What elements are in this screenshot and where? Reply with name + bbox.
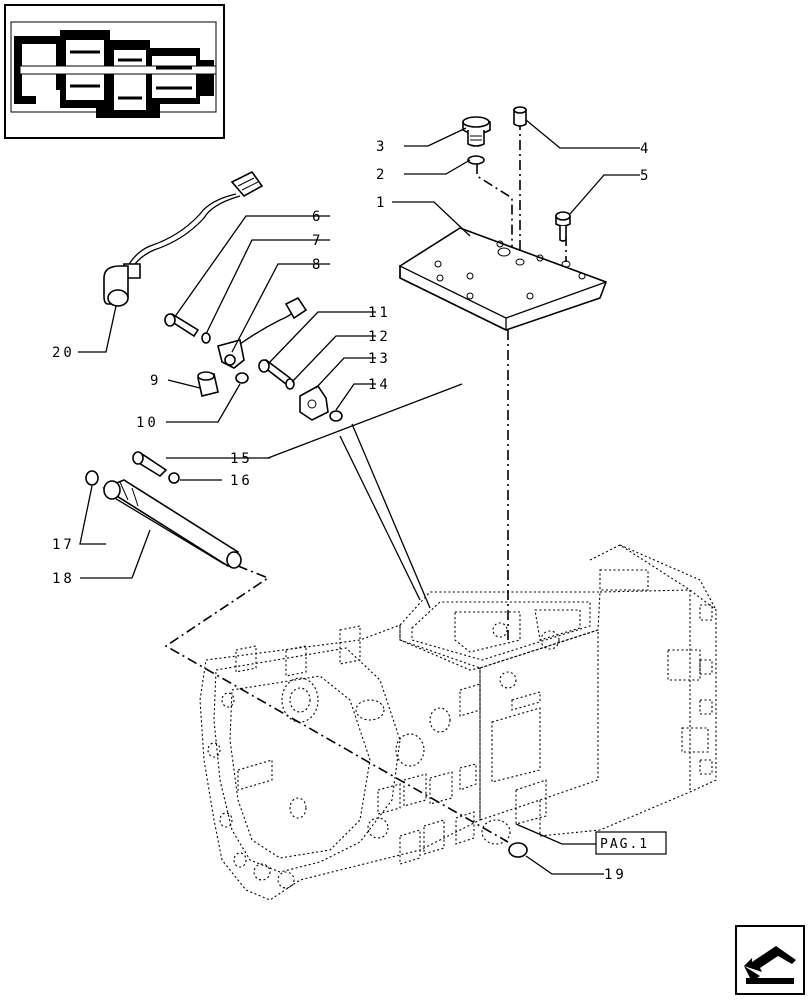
part-9-bushing[interactable]	[197, 371, 219, 397]
callout-2: 2	[376, 167, 387, 183]
page-reference-box[interactable]: PAG.1	[595, 831, 667, 855]
page-reference-label: PAG.1	[600, 837, 649, 852]
part-4-dowel-pin[interactable]	[513, 106, 527, 127]
part-16-washer[interactable]	[168, 472, 180, 484]
callout-12: 12	[368, 329, 391, 345]
callout-7: 7	[312, 233, 323, 249]
part-10-ring[interactable]	[235, 372, 249, 384]
callout-8: 8	[312, 257, 323, 273]
assembly-centerlines	[164, 120, 567, 843]
part-18-shaft[interactable]	[102, 479, 242, 569]
callout-18: 18	[52, 571, 75, 587]
leader-lines	[78, 119, 640, 875]
part-11-bolt[interactable]	[258, 359, 292, 386]
callout-19: 19	[604, 867, 627, 883]
callout-15: 15	[230, 451, 253, 467]
part-7-washer[interactable]	[201, 332, 211, 344]
part-17-snap-ring[interactable]	[85, 470, 99, 486]
part-6-bolt[interactable]	[164, 313, 200, 338]
transmission-section-thumbnail[interactable]	[4, 4, 225, 139]
part-8-sensor-bracket[interactable]	[217, 296, 308, 369]
part-19-o-ring[interactable]	[508, 842, 528, 858]
part-1-cover-plate[interactable]	[399, 227, 608, 332]
callout-3: 3	[376, 139, 387, 155]
part-5-screw[interactable]	[555, 211, 571, 242]
part-15-bolt[interactable]	[132, 451, 168, 478]
part-3-plug[interactable]	[462, 116, 491, 147]
part-2-o-ring[interactable]	[467, 155, 485, 165]
part-14-o-ring[interactable]	[329, 410, 343, 422]
transmission-housing	[199, 544, 717, 901]
part-20-sensor-cable[interactable]	[103, 170, 264, 307]
part-13-sensor-block[interactable]	[299, 384, 329, 421]
callout-20: 20	[52, 345, 75, 361]
callout-5: 5	[640, 168, 651, 184]
callout-16: 16	[230, 473, 253, 489]
callout-13: 13	[368, 351, 391, 367]
callout-4: 4	[640, 141, 651, 157]
callout-9: 9	[150, 373, 161, 389]
next-page-arrow-icon[interactable]	[735, 925, 805, 995]
callout-labels: 1 2 3 4 5 6 7 8 9 10 11 12 13 14 15 16 1…	[52, 139, 651, 883]
callout-11: 11	[368, 305, 391, 321]
callout-14: 14	[368, 377, 391, 393]
callout-1: 1	[376, 195, 387, 211]
callout-6: 6	[312, 209, 323, 225]
callout-10: 10	[136, 415, 159, 431]
callout-17: 17	[52, 537, 75, 553]
